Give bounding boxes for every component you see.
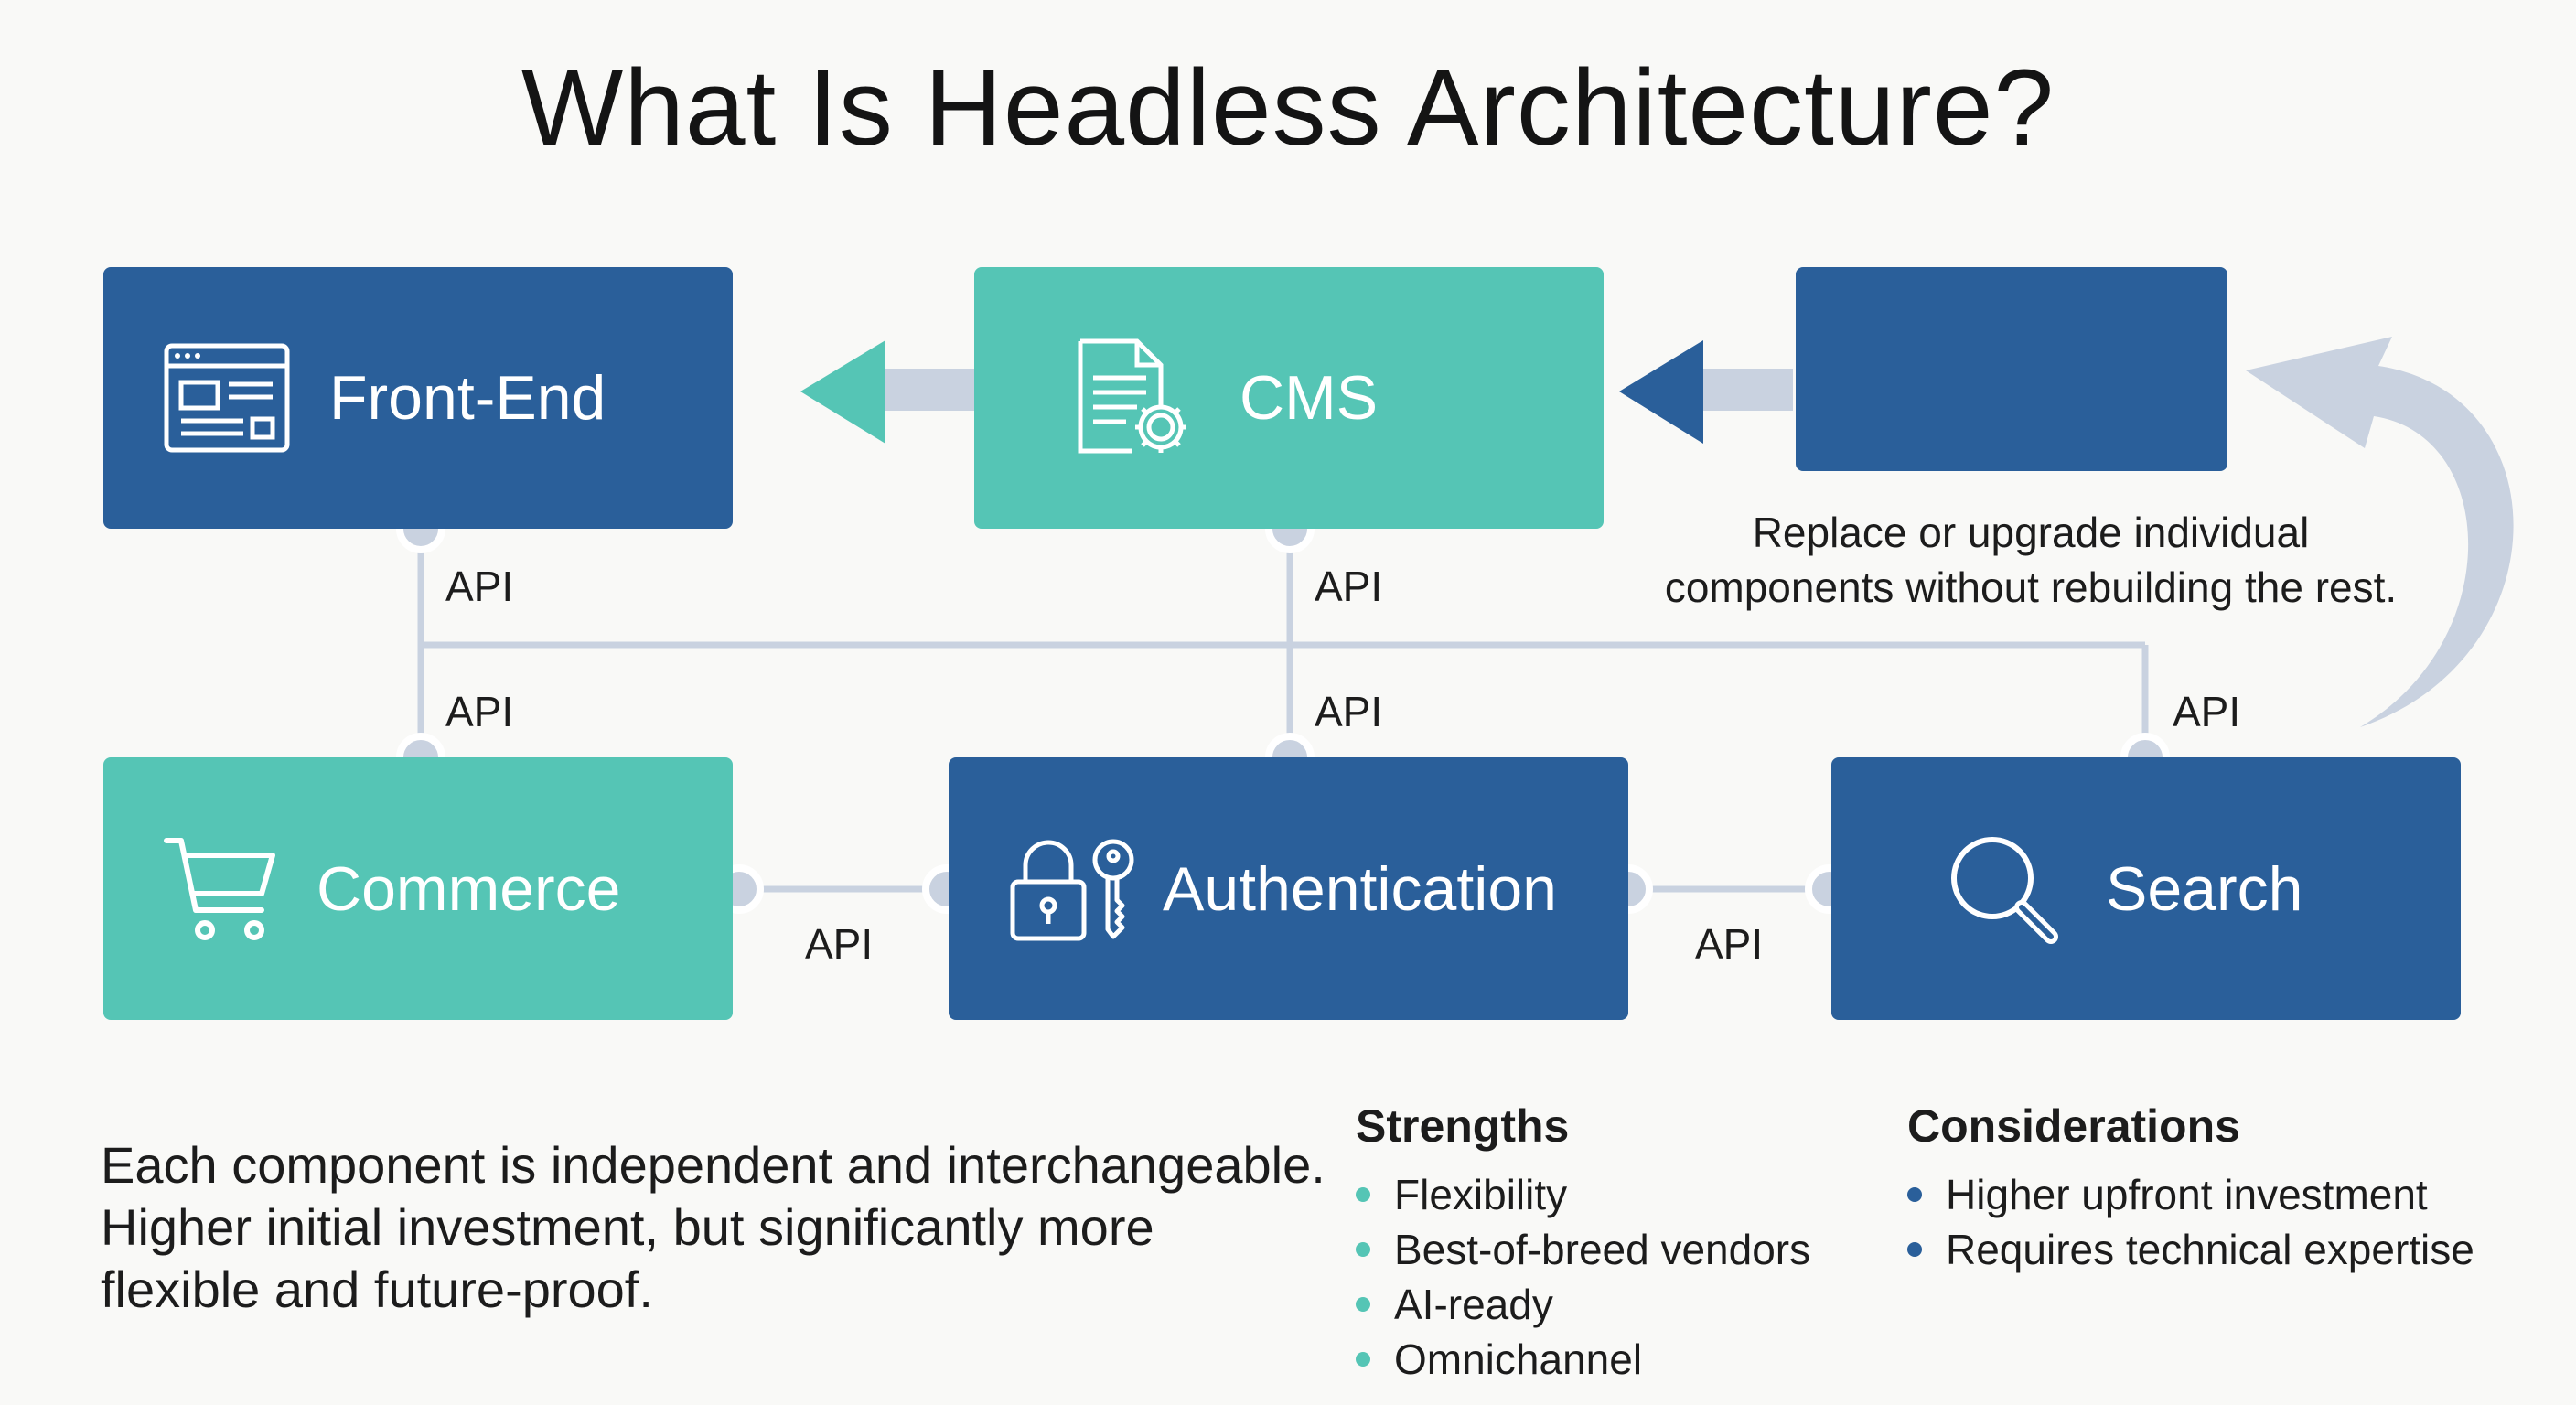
replaceable-component-box — [1796, 267, 2227, 471]
api-label-search: API — [2173, 688, 2241, 735]
api-label-cms: API — [1315, 563, 1383, 610]
page-title: What Is Headless Architecture? — [521, 48, 2055, 168]
shopping-cart-icon — [164, 837, 275, 940]
magnifier-icon — [1951, 836, 2058, 944]
browser-window-icon — [164, 343, 290, 453]
frontend-box: Front-End — [103, 267, 733, 529]
bullet-dot — [1356, 1187, 1370, 1202]
strengths-list: Flexibility Best-of-breed vendors AI-rea… — [1356, 1167, 1810, 1387]
bullet-dot — [1356, 1352, 1370, 1367]
swap-curve-arrow — [2246, 337, 2514, 727]
list-item: Flexibility — [1356, 1167, 1810, 1222]
replace-note-line2: components without rebuilding the rest. — [1664, 563, 2398, 611]
bullet-dot — [1356, 1297, 1370, 1312]
list-item: AI-ready — [1356, 1277, 1810, 1332]
lock-key-icon — [1010, 839, 1134, 940]
commerce-box: Commerce — [103, 757, 733, 1020]
authentication-label: Authentication — [1163, 853, 1557, 924]
summary-line1: Each component is independent and interc… — [101, 1136, 1326, 1194]
list-item: Requires technical expertise — [1907, 1222, 2474, 1277]
list-item: Omnichannel — [1356, 1332, 1810, 1387]
summary-line2: Higher initial investment, but significa… — [101, 1198, 1154, 1256]
frontend-label: Front-End — [329, 363, 606, 433]
cms-label: CMS — [1240, 363, 1379, 433]
list-item: Higher upfront investment — [1907, 1167, 2474, 1222]
bullet-dot — [1356, 1242, 1370, 1257]
commerce-label: Commerce — [317, 853, 621, 924]
arrow-replaceable-to-cms — [1619, 340, 1793, 444]
api-label-auth-search: API — [1695, 920, 1764, 968]
arrow-cms-to-frontend — [800, 340, 974, 444]
authentication-box: Authentication — [949, 757, 1628, 1020]
considerations-title: Considerations — [1907, 1100, 2240, 1152]
summary-line3: flexible and future-proof. — [101, 1260, 653, 1318]
api-label-commerce: API — [445, 688, 514, 735]
search-label: Search — [2106, 853, 2303, 924]
api-label-commerce-auth: API — [805, 920, 874, 968]
cms-box: CMS — [974, 267, 1604, 529]
api-label-frontend: API — [445, 563, 514, 610]
considerations-list: Higher upfront investment Requires techn… — [1907, 1167, 2474, 1277]
api-label-authentication: API — [1315, 688, 1383, 735]
strengths-title: Strengths — [1356, 1100, 1570, 1152]
list-item: Best-of-breed vendors — [1356, 1222, 1810, 1277]
summary-text: Each component is independent and interc… — [101, 1134, 1326, 1321]
replace-note: Replace or upgrade individual components… — [1628, 505, 2433, 615]
replace-note-line1: Replace or upgrade individual — [1752, 509, 2310, 556]
bullet-dot — [1907, 1187, 1922, 1202]
bullet-dot — [1907, 1242, 1922, 1257]
search-box: Search — [1831, 757, 2461, 1020]
document-gear-icon — [1078, 338, 1186, 454]
